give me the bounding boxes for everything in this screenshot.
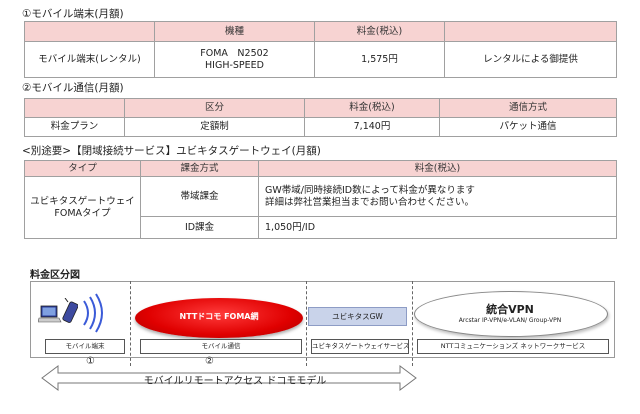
billing-bandwidth: 帯域課金 — [140, 176, 259, 217]
terminal-model: FOMA N2502 HIGH-SPEED — [154, 41, 315, 78]
model-line1: FOMA N2502 — [200, 47, 269, 59]
ubiquitous-gateway-box: ユビキタスGW — [308, 307, 407, 326]
segment-divider — [412, 281, 413, 366]
radio-waves-icon — [83, 293, 103, 333]
communication-table: 区分 料金(税込) 通信方式 料金プラン 定額制 7,140円 パケット通信 — [24, 98, 617, 137]
header-cell — [24, 21, 155, 42]
terminal-note: レンタルによる御提供 — [444, 41, 617, 78]
header-cell — [24, 98, 125, 118]
gateway-table: タイプ 課金方式 料金(税込) ユビキタスゲートウェイ FOMAタイプ 帯域課金… — [24, 160, 617, 239]
price-bandwidth: GW帯域/同時接続ID数によって料金が異なります 詳細は弊社営業担当までお問い合… — [258, 176, 617, 217]
double-arrow-icon — [41, 365, 417, 391]
section1-heading: ①モバイル端末(月額) — [22, 8, 124, 20]
terminal-name: モバイル端末(レンタル) — [24, 41, 155, 78]
diagram-title: 料金区分図 — [30, 270, 80, 281]
header-price: 料金(税込) — [314, 21, 445, 42]
section2-heading: ②モバイル通信(月額) — [22, 82, 124, 94]
plan-price: 7,140円 — [304, 117, 440, 137]
segment-divider — [130, 281, 131, 366]
segment-label-gateway: ユビキタスゲートウェイサービス — [311, 339, 410, 354]
circle-two: ② — [205, 356, 214, 367]
terminal-table: 機種 料金(税込) モバイル端末(レンタル) FOMA N2502 HIGH-S… — [24, 21, 617, 78]
section3-heading: <別途要>【閉域接続サービス】ユビキタスゲートウェイ(月額) — [22, 145, 321, 157]
plan-name: 料金プラン — [24, 117, 125, 137]
price-line1: GW帯域/同時接続ID数によって料金が異なります — [265, 184, 475, 196]
header-type: タイプ — [24, 160, 141, 177]
price-id: 1,050円/ID — [258, 216, 617, 239]
diagram-frame — [30, 281, 615, 358]
segment-label-network: NTTコミュニケーションズ ネットワークサービス — [417, 339, 609, 354]
header-method: 通信方式 — [439, 98, 617, 118]
segment-divider — [306, 281, 307, 366]
header-model: 機種 — [154, 21, 315, 42]
header-billing: 課金方式 — [140, 160, 259, 177]
price-line2: 詳細は弊社営業担当までお問い合わせください。 — [265, 196, 475, 208]
header-category: 区分 — [124, 98, 305, 118]
mobile-phone-icon — [62, 298, 78, 323]
vpn-title: 統合VPN — [486, 303, 534, 316]
plan-method: パケット通信 — [439, 117, 617, 137]
remote-access-label: モバイルリモートアクセス ドコモモデル — [143, 376, 327, 387]
laptop-icon — [38, 305, 62, 323]
billing-id: ID課金 — [140, 216, 259, 239]
type-line2: FOMAタイプ — [54, 207, 111, 219]
vpn-cloud — [414, 291, 608, 337]
segment-label-terminal: モバイル端末 — [45, 339, 125, 354]
segment-label-communication: モバイル通信 — [140, 339, 302, 354]
model-line2: HIGH-SPEED — [205, 59, 264, 71]
header-price: 料金(税込) — [258, 160, 617, 177]
ntt-docomo-network-ellipse — [135, 298, 303, 338]
circle-one: ① — [86, 356, 95, 367]
plan-type: 定額制 — [124, 117, 305, 137]
header-price: 料金(税込) — [304, 98, 440, 118]
header-cell — [444, 21, 617, 42]
gateway-type: ユビキタスゲートウェイ FOMAタイプ — [24, 176, 141, 239]
vpn-subtitle: Arcstar IP-VPN/e-VLAN/ Group-VPN — [458, 317, 562, 324]
terminal-price: 1,575円 — [314, 41, 445, 78]
ntt-network-label: NTTドコモ FOMA網 — [179, 312, 259, 321]
type-line1: ユビキタスゲートウェイ — [30, 195, 135, 207]
